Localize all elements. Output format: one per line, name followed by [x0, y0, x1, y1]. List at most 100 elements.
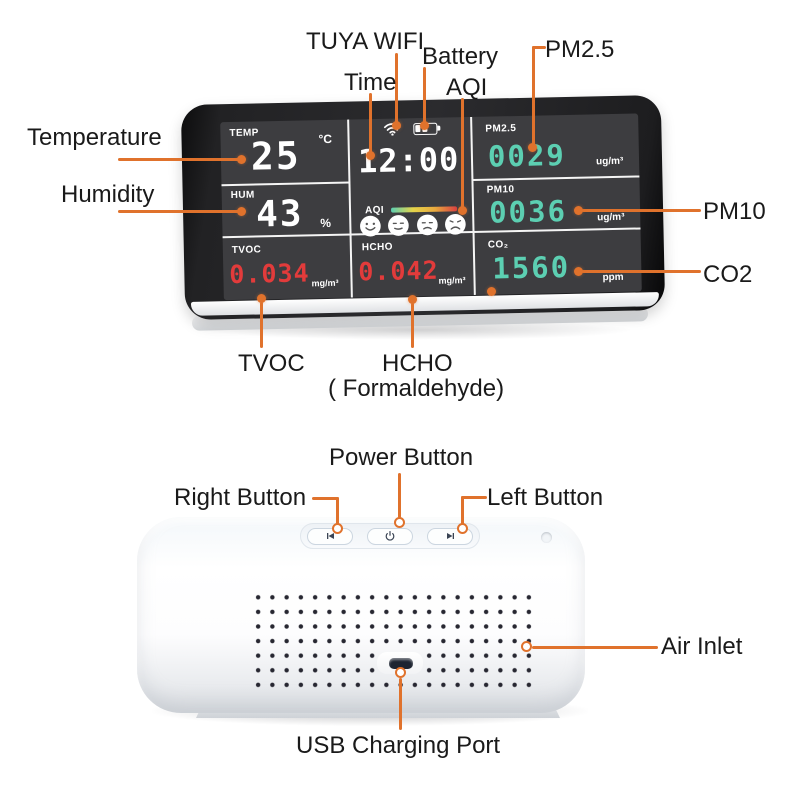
leader-dot-hcho: [408, 295, 417, 304]
very-sad-face-icon: [445, 213, 466, 235]
pm10-label: PM10: [486, 184, 515, 196]
leader-dot-tvoc: [257, 294, 266, 303]
leader-humidity: [118, 210, 243, 213]
pm10-cell: PM10 0036 ug/m³: [474, 177, 640, 230]
pm25-value: 0029: [487, 138, 567, 174]
temp-value: 25: [250, 133, 302, 179]
hcho-value: 0.042: [358, 255, 439, 287]
label-aqi: AQI: [446, 74, 488, 101]
sad-face-icon: [416, 214, 438, 236]
pm10-value: 0036: [488, 193, 568, 230]
label-air-inlet: Air Inlet: [661, 633, 743, 660]
label-time: Time: [344, 69, 397, 96]
leader-battery: [423, 67, 426, 124]
label-temperature: Temperature: [27, 124, 162, 151]
pm25-label: PM2.5: [485, 123, 517, 135]
top-button-panel: [300, 523, 480, 549]
co2-unit: ppm: [602, 271, 624, 284]
time-aqi-cell: 12:00 AQI: [349, 117, 472, 237]
leader-air-inlet: [532, 646, 658, 649]
label-right-button: Right Button: [174, 484, 307, 511]
leader-dot-humidity: [237, 207, 246, 216]
tvoc-value: 0.034: [229, 258, 310, 290]
pm25-cell: PM2.5 0029 ug/m³: [473, 113, 639, 178]
hcho-label: HCHO: [361, 241, 393, 254]
hum-value: 43: [255, 193, 304, 236]
label-usb-charging-port: USB Charging Port: [296, 732, 501, 759]
leader-left-button-h: [461, 496, 487, 499]
leader-tuya-wifi: [395, 53, 398, 125]
leader-dot-aqi: [458, 206, 467, 215]
leader-dot-co2: [574, 267, 583, 276]
label-power-button: Power Button: [329, 444, 474, 471]
air-quality-monitor-back: [137, 517, 585, 713]
leader-ring-left-button: [457, 523, 468, 534]
pm10-unit: ug/m³: [597, 211, 625, 224]
leader-usb: [399, 678, 402, 730]
co2-label: CO₂: [487, 239, 509, 251]
air-quality-monitor-front: TEMP 25 °C HUM 43 %: [180, 94, 666, 321]
device-display: TEMP 25 °C HUM 43 %: [220, 113, 642, 301]
leader-pm10: [582, 209, 701, 212]
leader-hcho: [411, 303, 414, 348]
label-tvoc: TVOC: [238, 350, 305, 377]
leader-ring-power-button: [394, 517, 405, 528]
leader-time: [369, 93, 372, 154]
co2-value: 1560: [491, 249, 571, 286]
leader-pm25-v: [532, 46, 535, 146]
leader-aqi: [461, 98, 464, 209]
tvoc-unit: mg/m³: [311, 277, 339, 289]
leader-tvoc: [260, 302, 263, 348]
label-battery: Battery: [422, 43, 499, 70]
leader-right-button-h: [312, 497, 339, 500]
leader-ring-usb: [395, 667, 406, 678]
label-humidity: Humidity: [61, 181, 155, 208]
leader-left-button-v: [461, 496, 464, 525]
leader-pm25-h: [532, 46, 546, 49]
label-co2: CO2: [703, 261, 753, 288]
neutral-face-icon: [388, 215, 410, 236]
leader-dot-pm25: [528, 143, 537, 152]
leader-dot-time: [366, 151, 375, 160]
aqi-bar: [390, 206, 458, 213]
label-hcho: HCHO: [382, 350, 453, 377]
hcho-unit: mg/m³: [438, 275, 466, 286]
leader-dot-temperature: [237, 155, 246, 164]
leader-dot-battery: [420, 121, 429, 130]
usb-charging-port: [389, 658, 413, 669]
time-value: 12:00: [357, 140, 460, 181]
battery-segment-empty: [429, 125, 434, 132]
label-left-button: Left Button: [487, 484, 604, 511]
power-button: [367, 527, 413, 545]
label-pm25: PM2.5: [545, 36, 615, 63]
hcho-cell: HCHO 0.042 mg/m³: [352, 233, 474, 298]
hum-unit: %: [320, 215, 332, 231]
label-pm10: PM10: [703, 198, 766, 225]
leader-dot-tuya-wifi: [392, 121, 401, 130]
label-hcho-formaldehyde: ( Formaldehyde): [328, 375, 505, 402]
power-icon: [385, 531, 395, 541]
leader-right-button-v: [336, 497, 339, 525]
leader-dot-pm10: [574, 206, 583, 215]
happy-face-icon: [360, 215, 381, 237]
leader-co2: [582, 270, 701, 273]
pm25-unit: ug/m³: [595, 155, 624, 168]
right-button: [307, 527, 353, 545]
leader-ring-air-inlet: [521, 641, 532, 652]
reset-hole: [541, 532, 552, 543]
aqi-face-row: [359, 213, 466, 237]
status-icon-row: [349, 121, 470, 137]
leader-temperature: [118, 158, 243, 161]
leader-power-button: [398, 473, 401, 518]
temp-cell: TEMP 25 °C: [220, 120, 349, 185]
label-tuya-wifi: TUYA WIFI: [306, 28, 425, 55]
left-arrow-icon: [326, 533, 334, 539]
tvoc-label: TVOC: [231, 244, 262, 257]
hum-label: HUM: [230, 189, 255, 202]
leader-dot-co2-value: [487, 287, 496, 296]
temp-unit: °C: [318, 131, 333, 147]
tvoc-cell: TVOC 0.034 mg/m³: [223, 236, 352, 301]
right-arrow-icon: [446, 533, 454, 539]
co2-cell: CO₂ 1560 ppm: [476, 229, 642, 294]
